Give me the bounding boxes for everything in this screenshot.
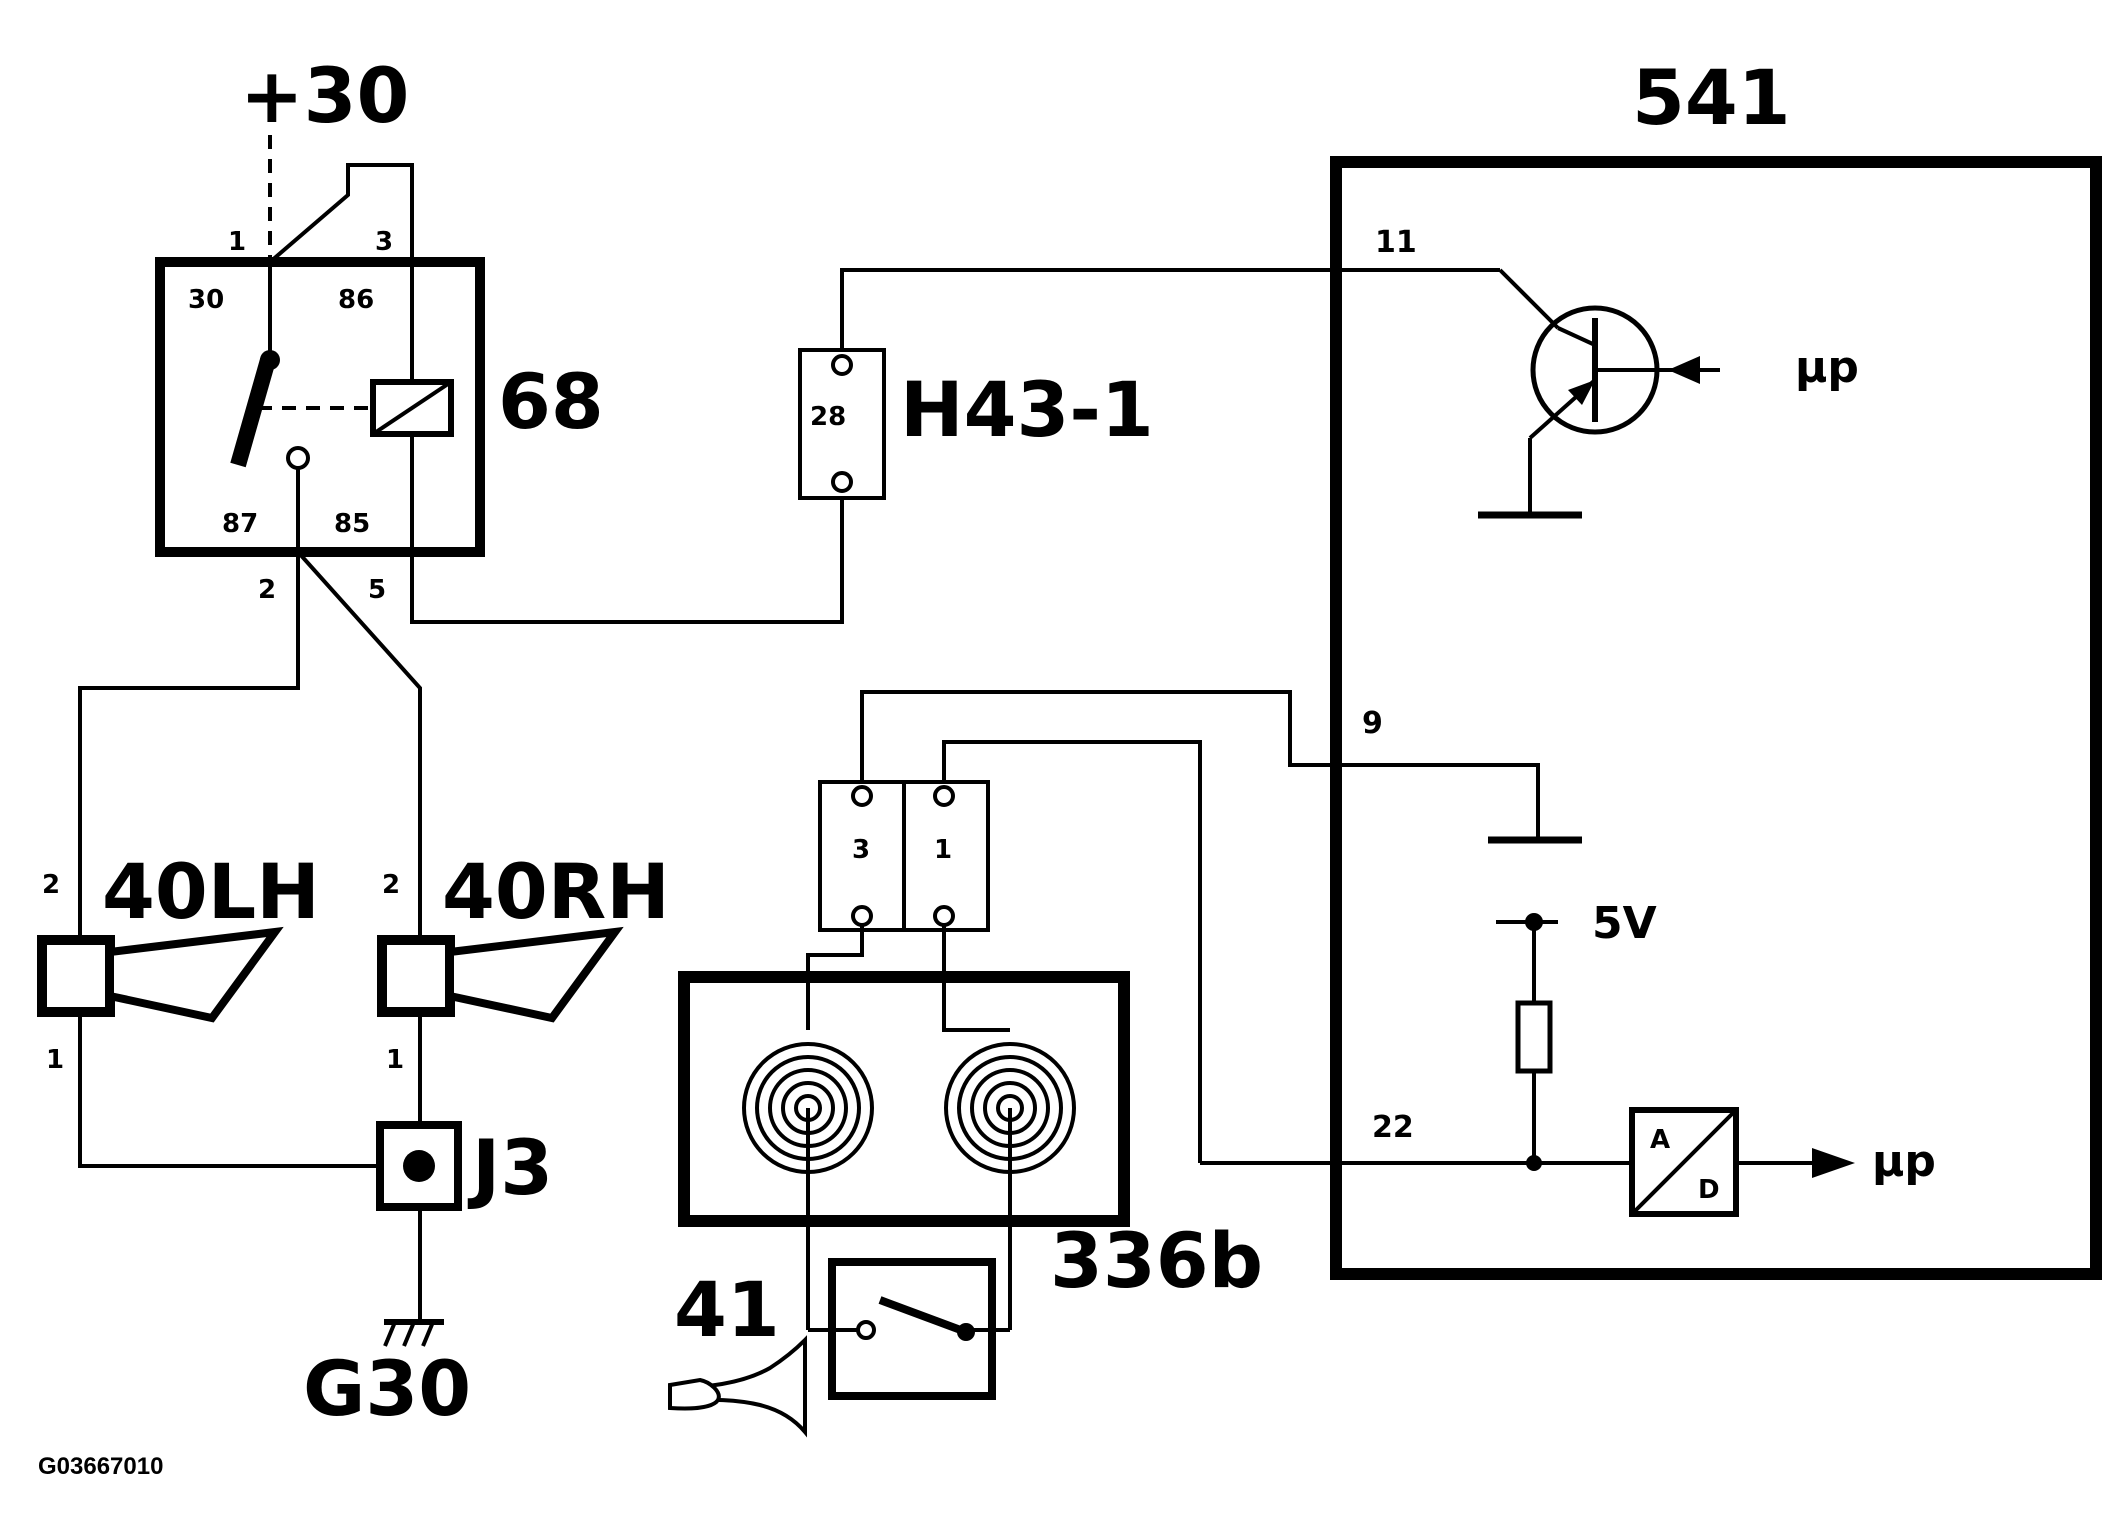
wire-relay85-h43 — [410, 498, 844, 624]
relay-terminal-85: 85 — [334, 509, 370, 539]
relay-coil-diagonal — [371, 380, 453, 436]
wire-relay87-lh — [78, 552, 300, 938]
up-bottom-label: µp — [1872, 1136, 1936, 1187]
h43-bottom-terminal — [831, 471, 853, 493]
horn-rh-bell — [446, 926, 624, 1023]
g30-hatch-1 — [383, 1321, 397, 1347]
ad-label-a: A — [1650, 1125, 1670, 1155]
ad-output-arrow — [1812, 1148, 1855, 1178]
relay-68: 1 3 30 86 87 85 2 5 — [155, 163, 485, 605]
horn-rh-body — [377, 935, 455, 1017]
transistor-collector — [1557, 326, 1596, 347]
horn-40lh: 2 1 — [37, 870, 284, 1075]
ad-diagonal — [1630, 1108, 1738, 1216]
horn-40rh: 2 1 — [377, 870, 624, 1075]
horn-lh-pin-1: 1 — [46, 1045, 64, 1075]
horn-rh-pin-1: 1 — [386, 1045, 404, 1075]
horn-switch-lever — [878, 1296, 968, 1336]
clockspring-terminal-3-top — [851, 785, 873, 807]
horn-switch-pivot — [957, 1323, 975, 1341]
horn-symbol-icon — [668, 1335, 807, 1438]
horn-rh-pin-2: 2 — [382, 870, 400, 900]
pin9-wire — [1336, 763, 1540, 838]
relay-pin-5: 5 — [368, 575, 386, 605]
ground-g30-symbol — [383, 1319, 444, 1347]
relay-terminal-87: 87 — [222, 509, 258, 539]
horn-lh-bell — [106, 926, 284, 1023]
horn-rh-label: 40RH — [442, 847, 670, 936]
relay-contact-arm — [230, 357, 276, 468]
wire-lh-j3 — [78, 1012, 380, 1168]
wire-clockspring-pin22 — [942, 740, 1202, 1163]
h43-label: H43-1 — [900, 365, 1154, 454]
connector-h43-1: 28 — [798, 348, 886, 500]
module-label: 541 — [1632, 53, 1791, 142]
junction-j3 — [376, 1121, 462, 1211]
module-pin-11: 11 — [1375, 225, 1417, 260]
g30-hatch-3 — [421, 1321, 435, 1347]
g30-label: G30 — [303, 1344, 471, 1433]
module-pin-22: 22 — [1372, 1110, 1414, 1145]
clockspring-terminal-3-bottom — [851, 905, 873, 927]
horn-switch-41 — [808, 1258, 1010, 1400]
relay-pin-2: 2 — [258, 575, 276, 605]
relay-pin-3: 3 — [375, 227, 393, 257]
clockspring-lead-left — [806, 925, 864, 1030]
ad-label-d: D — [1698, 1175, 1720, 1205]
horn-lh-label: 40LH — [102, 847, 320, 936]
j3-label: J3 — [467, 1123, 553, 1212]
horn-switch-label: 41 — [674, 1265, 780, 1354]
horn-lh-body — [37, 935, 115, 1017]
clockspring-336b — [678, 925, 1130, 1330]
up-input-arrow — [1668, 356, 1700, 384]
clockspring-label: 336b — [1050, 1216, 1263, 1305]
figure-code: G03667010 — [38, 1453, 163, 1480]
transistor-collector-lead — [1498, 268, 1560, 330]
clockspring-lead-right — [942, 925, 1010, 1032]
horn-switch-contact — [856, 1320, 876, 1340]
clockspring-pin-3: 3 — [852, 835, 870, 865]
supply-label: +30 — [240, 51, 409, 140]
wire-relay87-rh — [296, 550, 422, 938]
module-body — [1330, 156, 2102, 1280]
relay-terminal-30: 30 — [188, 285, 224, 315]
clockspring-terminal-1-bottom — [933, 905, 955, 927]
relay-87-contact — [286, 446, 310, 470]
clockspring-body — [678, 971, 1130, 1227]
wire-h43-module11 — [840, 268, 1500, 350]
relay-terminal-86: 86 — [338, 285, 374, 315]
transistor-emitter-arrow — [1568, 380, 1595, 405]
up-top-label: µp — [1795, 342, 1859, 393]
h43-pin-label: 28 — [810, 402, 846, 432]
clockspring-connector: 3 1 — [818, 780, 990, 932]
clockspring-pin-1: 1 — [934, 835, 952, 865]
j3-node — [403, 1150, 435, 1182]
horn-lh-pin-2: 2 — [42, 870, 60, 900]
relay-pin-1: 1 — [228, 227, 246, 257]
module-pin-9: 9 — [1362, 706, 1383, 741]
relay-label: 68 — [498, 357, 604, 446]
pullup-resistor — [1515, 1000, 1553, 1074]
clockspring-terminal-1-top — [933, 785, 955, 807]
g30-hatch-2 — [402, 1321, 416, 1347]
relay-feed-loop — [268, 163, 414, 264]
wire-clockspring-pin9 — [860, 690, 1336, 785]
h43-top-terminal — [831, 354, 853, 376]
control-module-541: 11 µp 9 5V 22 A D µp — [1330, 156, 2102, 1280]
5v-label: 5V — [1592, 898, 1657, 949]
relay-body — [155, 257, 485, 557]
